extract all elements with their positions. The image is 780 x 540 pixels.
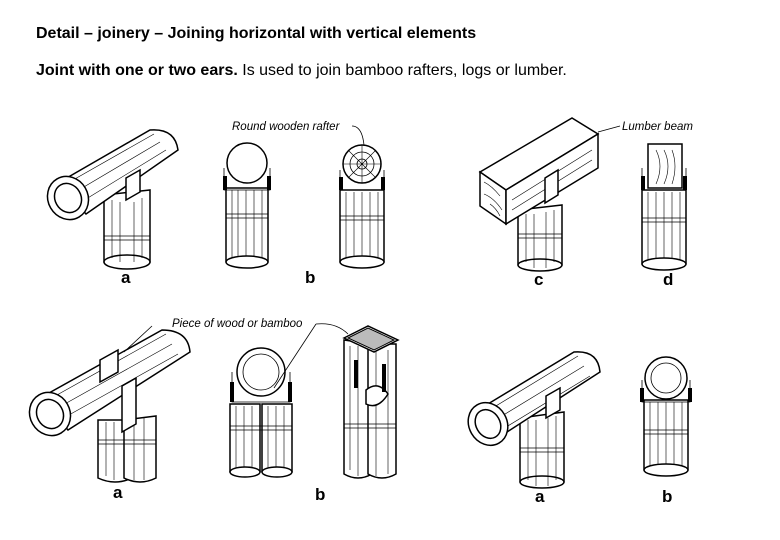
label-bottom-a1: a [113,483,123,502]
drawing-top-b-rafter [339,144,385,269]
label-top-c: c [534,270,543,289]
label-top-b: b [305,268,315,287]
label-top-d: d [663,270,673,289]
leader-piece-wood-2 [273,323,317,389]
leader-piece-wood-1 [315,323,349,335]
label-bottom-b2: b [662,487,672,506]
drawing-top-a [46,129,179,270]
drawing-bottom-a1 [28,329,191,483]
label-top-a: a [121,268,131,287]
drawing-bottom-a2 [467,351,601,489]
callout-lumber-beam: Lumber beam [622,121,693,133]
label-bottom-a2: a [535,487,545,506]
drawing-top-b [223,142,271,269]
callout-piece-wood: Piece of wood or bamboo [172,318,303,330]
subtitle-bold: Joint with one or two ears. [36,62,238,79]
drawing-bottom-b2 [640,356,692,477]
drawing-bottom-b1-side [342,325,400,479]
callout-round-rafter: Round wooden rafter [232,121,341,133]
leader-lumber-beam [597,125,621,133]
leader-piece-wood-3 [123,325,153,353]
drawing-bottom-b1 [229,347,293,478]
drawing-top-d [641,143,687,271]
label-bottom-b1: b [315,485,325,504]
page-title: Detail – joinery – Joining horizontal wi… [36,25,477,42]
leader-round-rafter [351,125,365,146]
page-subtitle: Joint with one or two ears. Is used to j… [36,62,567,80]
drawing-top-c [478,117,600,272]
subtitle-rest: Is used to join bamboo rafters, logs or … [237,62,567,79]
